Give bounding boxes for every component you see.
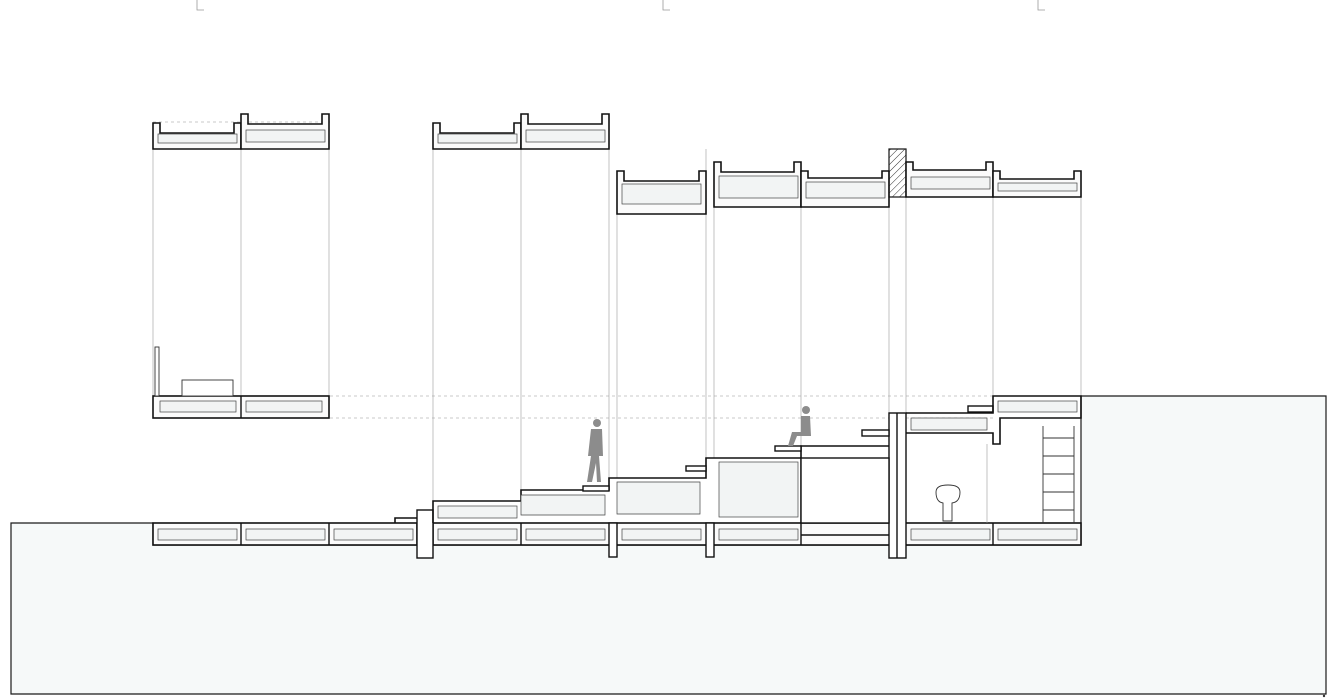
standing-person-icon [587, 419, 603, 482]
seated-person-icon [788, 406, 811, 446]
roof-hatched-column [888, 148, 907, 198]
top-grid-ticks [196, 0, 1045, 11]
upper-floor-slab-left [152, 346, 330, 419]
roof-module-7 [800, 170, 890, 208]
roof-module-6 [713, 161, 802, 208]
roof-module-1 [152, 122, 242, 150]
roof-module-3 [432, 122, 522, 150]
stepped-platforms [394, 405, 994, 536]
ground-floor-slab [152, 522, 1082, 546]
guide-lines [153, 121, 994, 419]
roof-module-4 [520, 113, 610, 150]
ladder-icon [1042, 426, 1075, 523]
corner-marker [1322, 694, 1326, 698]
roof-module-8 [905, 161, 994, 198]
roof-module-2 [240, 113, 330, 150]
roof-module-5 [616, 170, 707, 215]
upper-floor-slab-right [906, 395, 1082, 523]
door-frame-icon [154, 346, 160, 397]
roof-module-9 [992, 170, 1082, 198]
toilet-icon [935, 484, 961, 522]
bench-icon [181, 379, 234, 397]
